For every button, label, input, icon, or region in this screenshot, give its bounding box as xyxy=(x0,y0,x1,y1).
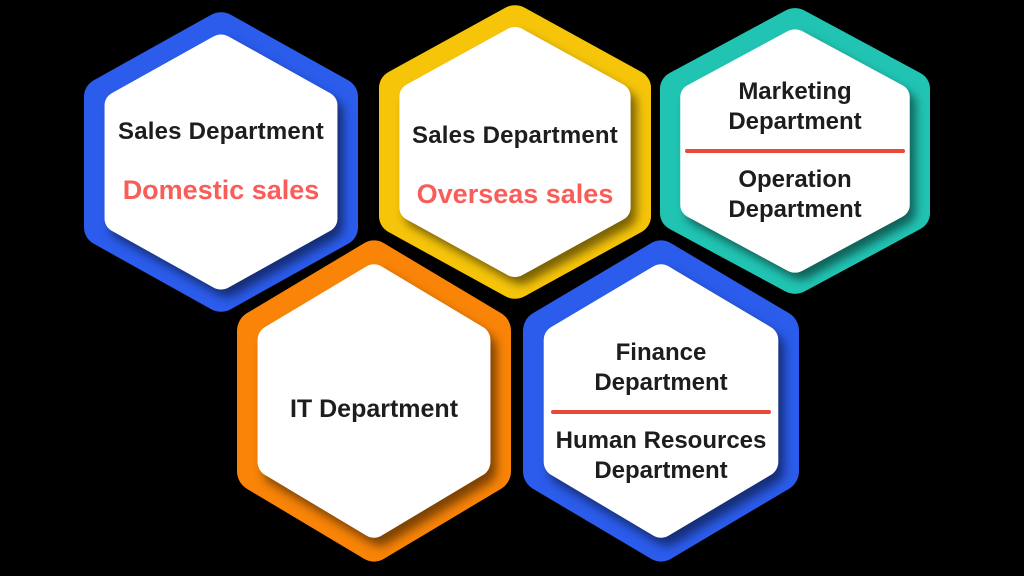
title-line: Finance xyxy=(615,339,707,366)
department-title: Sales Department xyxy=(118,118,324,145)
hexagon-fill-shape xyxy=(104,34,338,290)
title-line: Operation xyxy=(738,166,852,193)
divider-line xyxy=(551,410,771,414)
department-title-bottom: Operation Department xyxy=(728,165,861,225)
title-line: Human Resources xyxy=(555,427,767,454)
hexagon-it: IT Department xyxy=(237,238,511,564)
hexagon-text-block: Sales Department Domestic sales xyxy=(84,10,358,314)
hexagon-fill-shape xyxy=(543,264,779,538)
hexagon-text-block: Marketing Department Operation Departmen… xyxy=(660,6,930,296)
hexagon-sales-domestic: Sales Department Domestic sales xyxy=(84,10,358,314)
hexagon-shape xyxy=(84,12,358,312)
hexagon-fill-shape xyxy=(257,264,491,538)
department-title-top: Marketing Department xyxy=(728,77,861,137)
hexagon-shape xyxy=(237,240,511,562)
hexagon-finance-hr: Finance Department Human Resources Depar… xyxy=(523,238,799,564)
hexagon-shape xyxy=(523,240,799,562)
title-line: Department xyxy=(728,108,862,135)
title-line: Department xyxy=(728,196,862,223)
title-line: Department xyxy=(594,457,728,484)
hexagon-sales-overseas: Sales Department Overseas sales xyxy=(379,3,651,301)
hexagon-text-block: Finance Department Human Resources Depar… xyxy=(523,249,799,575)
department-title-bottom: Human Resources Department xyxy=(556,426,767,486)
hexagon-text-block: Sales Department Overseas sales xyxy=(379,17,651,315)
department-title-top: Finance Department xyxy=(594,338,727,398)
department-title: Sales Department xyxy=(412,122,618,149)
department-subtitle: Overseas sales xyxy=(416,179,614,209)
hexagon-fill-shape xyxy=(399,26,631,278)
title-line: Marketing xyxy=(738,78,852,105)
divider-line xyxy=(685,149,905,153)
hexagon-text-block: IT Department xyxy=(237,246,511,572)
department-subtitle: Domestic sales xyxy=(122,175,320,205)
hexagon-marketing-operation: Marketing Department Operation Departmen… xyxy=(660,6,931,296)
title-line: Department xyxy=(594,369,728,396)
hexagon-shape xyxy=(379,5,651,299)
department-title: IT Department xyxy=(289,394,459,423)
